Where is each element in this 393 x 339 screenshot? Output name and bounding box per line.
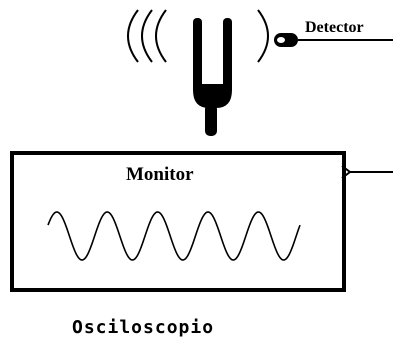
fork-base [193, 84, 232, 108]
right-sound-waves [257, 9, 269, 63]
monitor-box [10, 151, 346, 292]
sine-wave-icon [47, 211, 301, 261]
caption-label: Osciloscopio [72, 317, 214, 338]
detector-head [277, 37, 285, 43]
microphone-icon [274, 33, 393, 47]
monitor-input-connector [341, 165, 393, 179]
left-sound-waves [127, 9, 167, 63]
sound-wave-left-2 [141, 9, 153, 63]
detector-label: Detector [305, 19, 364, 36]
monitor-label: Monitor [126, 164, 194, 185]
fork-prong-right [223, 18, 232, 90]
detector-body [274, 33, 298, 47]
sound-wave-left-3 [155, 9, 167, 63]
sound-wave-right-1 [257, 9, 269, 63]
sound-wave-left-1 [127, 9, 139, 63]
fork-stem [205, 104, 217, 136]
tuning-fork-icon [193, 18, 232, 136]
fork-prong-left [193, 18, 202, 90]
